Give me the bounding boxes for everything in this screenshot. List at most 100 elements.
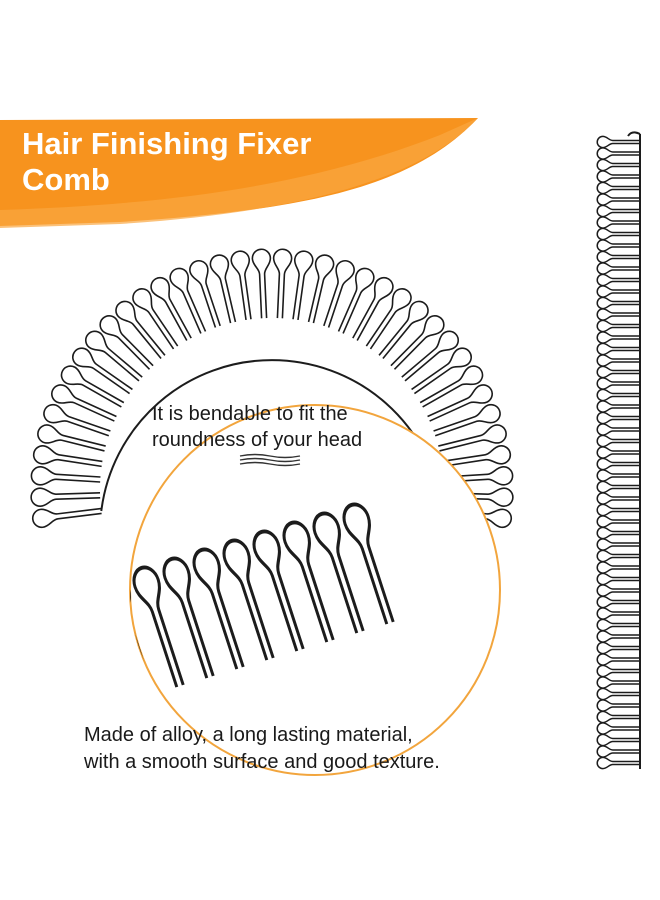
comb-tooth-loop-icon — [390, 314, 445, 370]
comb-tooth-loop-icon — [342, 502, 395, 625]
comb-tooth-loop-icon — [282, 520, 335, 643]
page-title: Hair Finishing Fixer Comb — [22, 126, 402, 198]
comb-tooth-loop-icon — [596, 492, 640, 505]
bendable-caption: It is bendable to fit the roundness of y… — [152, 401, 412, 453]
comb-tooth-loop-icon — [132, 565, 185, 688]
comb-tooth-loop-icon — [596, 549, 640, 563]
material-caption-line-2: with a smooth surface and good texture. — [84, 751, 440, 773]
comb-tooth-loop-icon — [596, 503, 640, 517]
comb-tooth-loop-icon — [352, 276, 394, 341]
comb-tooth-loop-icon — [115, 300, 166, 359]
arched-comb — [30, 248, 514, 529]
comb-tooth-loop-icon — [30, 466, 101, 486]
comb-tooth-loop-icon — [596, 676, 640, 689]
comb-tooth-loop-icon — [401, 330, 459, 382]
banner-shape — [0, 118, 478, 226]
comb-tooth-loop-icon — [596, 653, 640, 666]
comb-tooth-loop-icon — [427, 384, 493, 422]
comb-tooth-loop-icon — [251, 248, 272, 319]
comb-tooth-loop-icon — [132, 288, 179, 350]
comb-tooth-loop-icon — [209, 254, 237, 324]
detail-ring — [129, 404, 501, 776]
comb-tooth-loop-icon — [596, 457, 640, 471]
comb-tooth-loop-icon — [596, 480, 640, 494]
comb-tooth-loop-icon — [411, 347, 472, 395]
comb-tooth-loop-icon — [162, 556, 215, 679]
comb-tooth-loop-icon — [596, 733, 640, 747]
title-banner — [0, 118, 478, 228]
comb-tooth-loop-icon — [596, 561, 640, 574]
comb-tooth-loop-icon — [596, 319, 640, 333]
comb-tooth-loop-icon — [596, 572, 640, 586]
wave-lines-icon — [239, 453, 301, 467]
comb-tooth-loop-icon — [192, 547, 245, 670]
comb-tooth-loop-icon — [596, 595, 640, 609]
comb-tooth-loop-icon — [32, 445, 103, 468]
comb-tooth-loop-icon — [442, 507, 512, 529]
comb-tooth-loop-icon — [596, 664, 640, 678]
comb-tooth-loop-icon — [85, 330, 143, 382]
comb-tooth-loop-icon — [596, 262, 640, 275]
bendable-caption-line-1: It is bendable to fit the — [152, 403, 348, 425]
comb-tooth-loop-icon — [596, 687, 640, 701]
comb-tooth-loop-icon — [596, 147, 640, 160]
comb-tooth-loop-icon — [443, 487, 514, 507]
comb-tooth-loop-icon — [252, 529, 305, 652]
comb-tooth-loop-icon — [596, 400, 640, 413]
comb-tooth-loop-icon — [43, 403, 111, 437]
comb-tooth-loop-icon — [433, 403, 501, 437]
detail-closeup — [129, 404, 501, 776]
comb-tooth-loop-icon — [596, 170, 640, 183]
comb-tooth-loop-icon — [596, 446, 640, 459]
comb-tooth-loop-icon — [72, 347, 133, 395]
comb-tooth-loop-icon — [596, 239, 640, 252]
comb-tooth-loop-icon — [37, 424, 106, 452]
comb-tooth-loop-icon — [596, 526, 640, 540]
comb-tooth-loop-icon — [189, 259, 221, 328]
comb-tooth-loop-icon — [51, 384, 117, 422]
comb-tooth-loop-icon — [230, 250, 252, 321]
comb-tooth-loop-icon — [596, 285, 640, 298]
closeup-teeth — [130, 502, 395, 697]
bendable-caption-line-2: roundness of your head — [152, 429, 363, 451]
comb-tooth-loop-icon — [169, 267, 207, 334]
comb-tooth-loop-icon — [596, 377, 640, 390]
comb-tooth-loop-icon — [596, 331, 640, 344]
comb-tooth-loop-icon — [323, 259, 355, 328]
comb-tooth-loop-icon — [596, 756, 640, 770]
comb-tooth-loop-icon — [596, 181, 640, 195]
comb-tooth-loop-icon — [596, 388, 640, 402]
comb-tooth-loop-icon — [596, 722, 640, 735]
title-line-2: Comb — [22, 162, 110, 197]
comb-tooth-loop-icon — [596, 204, 640, 218]
comb-tooth-loop-icon — [596, 250, 640, 264]
comb-tooth-loop-icon — [596, 607, 640, 620]
comb-tooth-loop-icon — [441, 445, 512, 468]
comb-tooth-loop-icon — [596, 227, 640, 241]
comb-tooth-loop-icon — [596, 434, 640, 448]
comb-tooth-loop-icon — [596, 273, 640, 287]
comb-tooth-loop-icon — [596, 411, 640, 425]
strip-comb-rail — [627, 131, 641, 769]
comb-tooth-loop-icon — [596, 423, 640, 436]
title-line-1: Hair Finishing Fixer — [22, 126, 312, 161]
comb-tooth-loop-icon — [272, 248, 293, 319]
comb-tooth-loop-icon — [596, 630, 640, 643]
comb-tooth-loop-icon — [596, 641, 640, 655]
comb-tooth-loop-icon — [596, 342, 640, 356]
comb-tooth-loop-icon — [596, 135, 640, 149]
comb-tooth-loop-icon — [222, 538, 275, 661]
comb-tooth-loop-icon — [596, 158, 640, 172]
material-caption: Made of alloy, a long lasting material, … — [84, 722, 524, 776]
comb-tooth-loop-icon — [596, 618, 640, 632]
straight-comb-strip — [596, 131, 641, 770]
comb-tooth-loop-icon — [596, 584, 640, 597]
material-caption-line-1: Made of alloy, a long lasting material, — [84, 724, 413, 746]
comb-tooth-loop-icon — [596, 216, 640, 229]
banner-highlight — [0, 118, 478, 228]
comb-tooth-loop-icon — [378, 300, 429, 359]
comb-tooth-loop-icon — [596, 710, 640, 724]
comb-tooth-loop-icon — [596, 365, 640, 379]
comb-tooth-loop-icon — [596, 296, 640, 310]
